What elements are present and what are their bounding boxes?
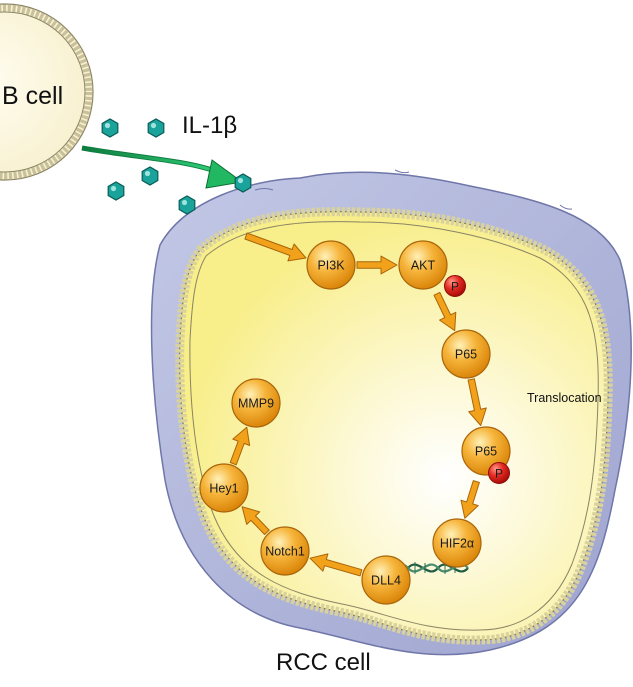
node-mmp9: MMP9: [231, 378, 281, 428]
pathway-arrows: [229, 232, 487, 577]
arrow-p65-to-hif2a: [460, 480, 480, 519]
cytokine-molecules: [101, 118, 252, 215]
cytokine-label: IL-1β: [182, 112, 238, 139]
cytokine-hexagon: [101, 118, 119, 138]
cytokine-hexagon: [178, 195, 196, 215]
arrow-pi3k-to-akt: [356, 255, 398, 275]
node-label: PI3K: [317, 259, 345, 273]
node-dll4: DLL4: [361, 555, 411, 605]
arrow-akt-to-p65: [433, 291, 457, 332]
arrow-receptor-to-pi3k: [244, 232, 307, 262]
arrow-dll4-to-notch1: [309, 553, 363, 577]
signal-arrow: [81, 145, 244, 189]
node-label: Notch1: [265, 545, 305, 559]
cytokine-hexagon: [234, 173, 252, 193]
node-label: P65: [455, 348, 477, 362]
b-cell: [0, 3, 94, 181]
rcc-cell-membrane: [175, 207, 613, 645]
node-label: Hey1: [209, 482, 238, 496]
node-label: AKT: [411, 259, 436, 273]
phospho-badge-p65: P: [488, 462, 510, 484]
node-hey1: Hey1: [199, 463, 249, 513]
node-label: DLL4: [371, 574, 401, 588]
cytokine-hexagon: [147, 118, 165, 138]
rcc-cell-label: RCC cell: [276, 649, 371, 676]
node-label: MMP9: [238, 397, 274, 411]
cytokine-hexagon: [107, 181, 125, 201]
node-akt: AKT: [398, 240, 448, 290]
node-p65-cytoplasm: P65: [441, 329, 491, 379]
phospho-label: P: [495, 467, 503, 481]
node-hif2a: HIF2α: [432, 518, 482, 568]
arrow-hey1-to-mmp9: [229, 426, 251, 466]
cytokine-hexagon: [141, 166, 159, 186]
node-pi3k: PI3K: [306, 240, 356, 290]
b-cell-label: B cell: [2, 82, 64, 110]
phospho-badge-akt: P: [444, 275, 466, 297]
arrow-notch1-to-hey1: [241, 506, 270, 535]
phospho-label: P: [451, 280, 459, 294]
node-label: P65: [475, 445, 497, 459]
translocation-label: Translocation: [527, 391, 602, 405]
node-label: HIF2α: [440, 537, 474, 551]
arrow-p65-translocation: [467, 378, 487, 426]
node-notch1: Notch1: [260, 526, 310, 576]
